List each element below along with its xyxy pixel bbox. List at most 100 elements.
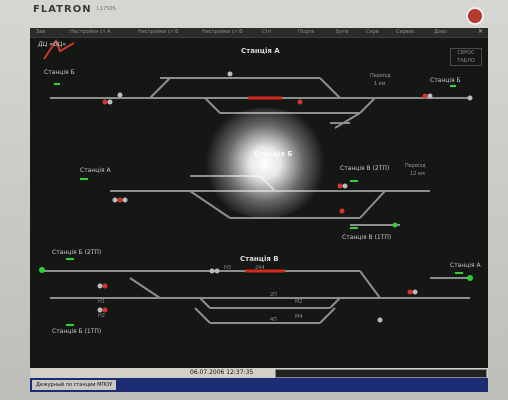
switch-a-1 (149, 77, 171, 99)
indicator-green-a1 (54, 83, 60, 85)
signals-v (39, 258, 473, 326)
close-icon[interactable]: ✕ (478, 28, 484, 35)
menu-item-8[interactable]: Сервис (396, 29, 415, 35)
menu-item-2[interactable]: Настройки ст Б (138, 29, 179, 35)
indicator-green-v3 (455, 272, 463, 274)
menu-item-5[interactable]: Подтв (298, 29, 315, 35)
switch-v-3 (199, 297, 211, 309)
dispatcher-screen: Зав Настройки ст А Настройки ст Б Настро… (30, 28, 488, 378)
switch-a-2 (319, 77, 341, 99)
menu-item-6[interactable]: Бути (336, 29, 349, 35)
signal-b-6 (339, 208, 345, 214)
taskbar: Дежурный по станции МПОУ (30, 378, 488, 392)
logo-text: ДЦ «ОЦ» (38, 41, 67, 48)
switch-a-4 (359, 97, 376, 114)
mark-n3: Н3 (224, 265, 231, 271)
switch-v-1 (359, 270, 381, 299)
signal-b-5 (342, 183, 348, 189)
signal-v-7 (102, 307, 108, 313)
switch-v-4 (329, 297, 341, 309)
mark-4p: 4П (270, 317, 277, 323)
signal-a-7 (427, 93, 433, 99)
switch-a-3 (204, 97, 221, 114)
station-a-tracks (50, 77, 470, 129)
indicator-green-a2 (450, 85, 456, 87)
station-b-tracks (110, 175, 430, 226)
switch-a-5 (334, 112, 361, 129)
signal-b-3 (122, 197, 128, 203)
menu-item-1[interactable]: Настройки ст А (70, 29, 111, 35)
mark-m4: M4 (295, 314, 303, 320)
label-crossing-mid-km: 12 км (410, 171, 425, 177)
label-crossing-top: Переїзд (370, 73, 391, 79)
label-crossing-top-km: 1 км (374, 81, 386, 87)
signal-a-8 (467, 95, 473, 101)
signal-v-5 (102, 283, 108, 289)
menu-item-9[interactable]: Дово (434, 29, 447, 35)
menu-bar: Зав Настройки ст А Настройки ст Б Настро… (30, 28, 488, 38)
station-v-title: Станція В (240, 255, 279, 263)
mark-2p: 2П (270, 292, 277, 298)
mark-244: 244 (255, 265, 265, 271)
menu-item-3[interactable]: Настройки ст В (202, 29, 243, 35)
signal-a-6 (422, 93, 428, 99)
indicator-green-b3 (350, 227, 358, 229)
menu-item-0[interactable]: Зав (36, 29, 46, 35)
signal-a-2 (107, 99, 113, 105)
label-to-v-1tp: Станція В (1ТП) (342, 234, 392, 241)
indicator-green-v1 (66, 258, 74, 260)
signal-b-1 (112, 197, 118, 203)
status-message-box (275, 369, 487, 378)
switch-v-6 (319, 307, 336, 324)
signal-b-7 (392, 222, 398, 228)
track-marks: Н1 Н2 Н3 244 2П 4П M2 M4 (98, 265, 303, 323)
monitor-model: L1750S (97, 6, 116, 12)
signal-b-2 (117, 197, 123, 203)
signals-b (80, 178, 398, 229)
menu-item-7[interactable]: Серв (366, 29, 379, 35)
indicator-green-b1 (80, 178, 88, 180)
menu-item-4[interactable]: Ctrl (262, 29, 271, 35)
signals-a (54, 71, 473, 105)
signal-v-10 (467, 275, 473, 281)
monitor-brand: FLATRON (33, 4, 92, 15)
signal-v-11 (377, 317, 383, 323)
label-to-b-1tp: Станція Б (1ТП) (52, 328, 102, 335)
switch-b-3 (259, 175, 276, 192)
switch-v-2 (129, 277, 161, 299)
signal-v-2 (209, 268, 215, 274)
signal-a-1 (102, 99, 108, 105)
station-v-tracks (40, 270, 470, 324)
mark-n1: Н1 (98, 299, 105, 305)
signal-b-4 (337, 183, 343, 189)
signal-a-3 (117, 92, 123, 98)
mark-n2: Н2 (98, 313, 105, 319)
taskbar-app-button[interactable]: Дежурный по станции МПОУ (32, 380, 117, 390)
station-a-title: Станція А (241, 47, 280, 55)
signal-v-4 (97, 283, 103, 289)
switch-b-2 (359, 190, 386, 219)
label-to-b-2tp: Станція Б (2ТП) (52, 249, 102, 256)
label-to-a-bottom: Станція А (450, 262, 481, 269)
monitor-badge (466, 7, 484, 25)
indicator-green-b2 (350, 180, 358, 182)
signal-v-3 (214, 268, 220, 274)
track-diagram: Н1 Н2 Н3 244 2П 4П M2 M4 (39, 71, 473, 326)
switch-v-5 (194, 307, 211, 324)
signal-v-1 (39, 267, 45, 273)
signal-v-9 (412, 289, 418, 295)
label-to-b-top: Станція Б (44, 69, 75, 76)
signal-v-6 (97, 307, 103, 313)
label-crossing-mid: Переїзд (405, 163, 426, 169)
status-datetime: 06.07.2006 12:37:35 (190, 369, 254, 376)
indicator-green-v2 (66, 324, 74, 326)
label-to-v-2tp: Станція В (2ТП) (340, 165, 390, 172)
status-bar: 06.07.2006 12:37:35 (30, 368, 488, 378)
logo-icon (43, 39, 75, 60)
label-to-a-mid: Станція А (80, 167, 111, 174)
reset-tablo-button[interactable]: СБРОС ТАБЛО (450, 48, 482, 66)
switch-b-1 (189, 190, 231, 219)
mark-m2: M2 (295, 299, 303, 305)
signal-a-4 (227, 71, 233, 77)
signal-v-8 (407, 289, 413, 295)
